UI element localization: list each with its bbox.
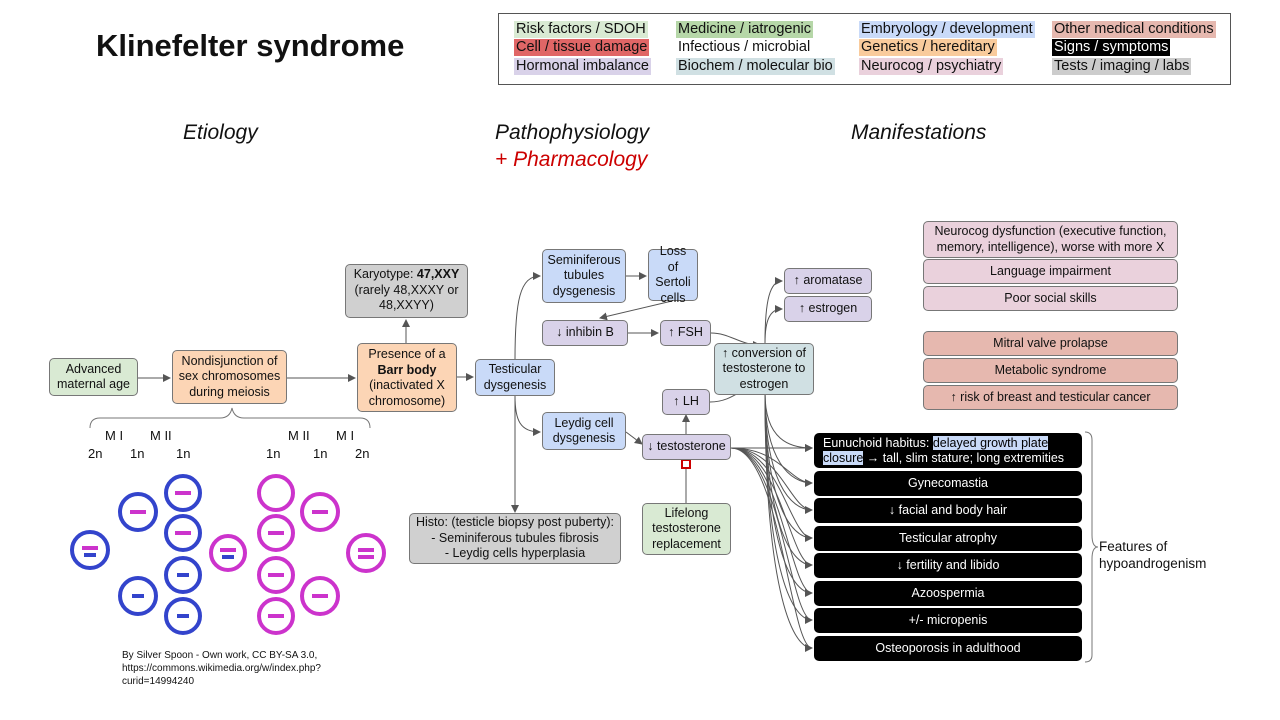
legend-item-genetics: Genetics / hereditary bbox=[859, 39, 997, 56]
meiosis-label-1n-a: 1n bbox=[130, 446, 145, 461]
node-azoospermia: Azoospermia bbox=[814, 581, 1082, 606]
node-seminiferous: Seminiferous tubules dysgenesis bbox=[542, 249, 626, 303]
node-gynecomastia: Gynecomastia bbox=[814, 471, 1082, 496]
legend-item-signs: Signs / symptoms bbox=[1052, 39, 1171, 56]
meiosis-label-2n-right: 2n bbox=[355, 446, 370, 461]
node-osteoporosis: Osteoporosis in adulthood bbox=[814, 636, 1082, 661]
legend-item-cell-damage: Cell / tissue damage bbox=[514, 39, 650, 56]
page-title: Klinefelter syndrome bbox=[96, 28, 405, 63]
node-sertoli: Loss of Sertoli cells bbox=[648, 244, 698, 305]
meiosis-label-mii-left: M II bbox=[150, 428, 172, 443]
meiosis-label-1n-c: 1n bbox=[266, 446, 281, 461]
arrow-testicular-to-seminiferous bbox=[514, 272, 541, 361]
node-mitral-valve: Mitral valve prolapse bbox=[923, 331, 1178, 356]
node-language-impairment: Language impairment bbox=[923, 259, 1178, 284]
legend-item-embryology: Embryology / development bbox=[859, 21, 1035, 38]
heading-etiology: Etiology bbox=[183, 121, 258, 144]
inhibition-marker bbox=[681, 459, 691, 469]
legend-item-medicine: Medicine / iatrogenic bbox=[676, 21, 813, 38]
legend-item-risk-factors: Risk factors / SDOH bbox=[514, 21, 648, 38]
heading-pharmacology: + Pharmacology bbox=[495, 148, 648, 171]
image-credit: By Silver Spoon - Own work, CC BY-SA 3.0… bbox=[122, 650, 321, 687]
legend-item-other-conditions: Other medical conditions bbox=[1052, 21, 1216, 38]
meiosis-label-mii-right: M II bbox=[288, 428, 310, 443]
node-nondisjunction: Nondisjunction of sex chromosomes during… bbox=[172, 350, 287, 404]
arrow-sertoli-to-inhibin bbox=[599, 300, 673, 321]
meiosis-label-2n-left: 2n bbox=[88, 446, 103, 461]
meiosis-bracket bbox=[89, 407, 371, 429]
node-leydig: Leydig cell dysgenesis bbox=[542, 412, 626, 450]
node-cancer-risk: ↑ risk of breast and testicular cancer bbox=[923, 385, 1178, 410]
node-histo: Histo: (testicle biopsy post puberty): -… bbox=[409, 513, 621, 564]
meiosis-illustration bbox=[70, 474, 386, 635]
node-barr-body: Presence of a Barr body (inactivated X c… bbox=[357, 343, 457, 412]
node-testicular-atrophy: Testicular atrophy bbox=[814, 526, 1082, 551]
node-body-hair: ↓ facial and body hair bbox=[814, 498, 1082, 523]
node-micropenis: +/- micropenis bbox=[814, 608, 1082, 633]
arrow-leydig-to-testosterone bbox=[625, 431, 643, 445]
node-testicular-dysgenesis: Testicular dysgenesis bbox=[475, 359, 555, 396]
node-neurocog-dysfunction: Neurocog dysfunction (executive function… bbox=[923, 221, 1178, 258]
heading-pathophysiology: Pathophysiology bbox=[495, 121, 650, 144]
legend-item-biochem: Biochem / molecular bio bbox=[676, 58, 835, 75]
legend: Risk factors / SDOH Cell / tissue damage… bbox=[498, 13, 1231, 85]
node-fertility-libido: ↓ fertility and libido bbox=[814, 553, 1082, 578]
node-eunuchoid-habitus: Eunuchoid habitus: delayed growth plate … bbox=[814, 433, 1082, 468]
node-conversion: ↑ conversion of testosterone to estrogen bbox=[714, 343, 814, 395]
node-metabolic-syndrome: Metabolic syndrome bbox=[923, 358, 1178, 383]
node-karyotype: Karyotype: 47,XXY (rarely 48,XXXY or 48,… bbox=[345, 264, 468, 318]
legend-item-hormonal: Hormonal imbalance bbox=[514, 58, 651, 75]
node-replacement: Lifelong testosterone replacement bbox=[642, 503, 731, 555]
legend-item-tests: Tests / imaging / labs bbox=[1052, 58, 1192, 75]
meiosis-label-mi-left: M I bbox=[105, 428, 124, 443]
node-aromatase: ↑ aromatase bbox=[784, 268, 872, 294]
meiosis-label-1n-d: 1n bbox=[313, 446, 328, 461]
legend-item-infectious: Infectious / microbial bbox=[676, 39, 813, 56]
node-inhibin: ↓ inhibin B bbox=[542, 320, 628, 346]
node-lh: ↑ LH bbox=[662, 389, 710, 415]
arrow-testicular-to-leydig bbox=[514, 395, 541, 436]
node-social-skills: Poor social skills bbox=[923, 286, 1178, 311]
legend-item-neurocog: Neurocog / psychiatry bbox=[859, 58, 1004, 75]
label-hypoandrogenism: Features of hypoandrogenism bbox=[1099, 539, 1207, 571]
node-estrogen: ↑ estrogen bbox=[784, 296, 872, 322]
meiosis-label-1n-b: 1n bbox=[176, 446, 191, 461]
node-fsh: ↑ FSH bbox=[660, 320, 711, 346]
node-maternal-age: Advanced maternal age bbox=[49, 358, 138, 396]
node-testosterone: ↓ testosterone bbox=[642, 434, 731, 460]
arrow-conversion-to-estrogen bbox=[764, 305, 783, 344]
meiosis-label-mi-right: M I bbox=[336, 428, 355, 443]
heading-manifestations: Manifestations bbox=[851, 121, 987, 144]
hypoandrogenism-bracket bbox=[1084, 431, 1099, 663]
